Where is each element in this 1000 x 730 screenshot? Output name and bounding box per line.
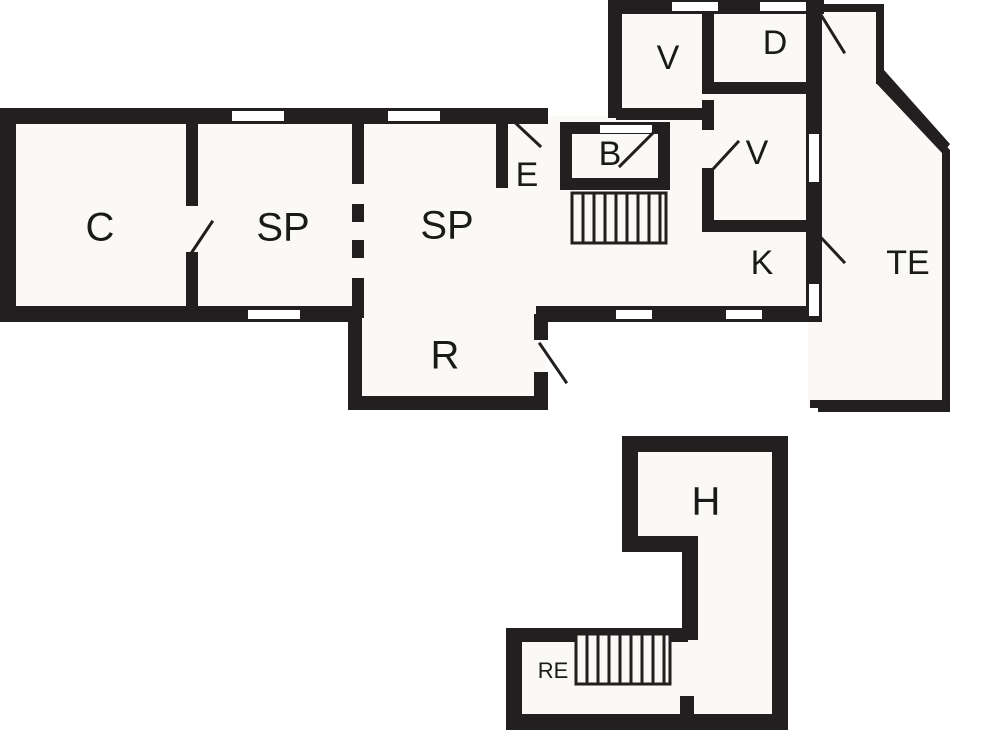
wall-b-right — [658, 122, 670, 190]
wall-sp-sp-c — [352, 240, 364, 258]
wall-b-left — [560, 122, 572, 190]
wall-c-sp-upper — [186, 116, 198, 206]
wall-sp-sp-d — [352, 278, 364, 318]
wall-te-top — [818, 4, 884, 12]
wall-top-block-left — [608, 0, 622, 118]
wall-h-notch-bottom — [622, 536, 698, 552]
window-topblock-2 — [760, 2, 806, 11]
room-fills — [8, 0, 948, 408]
window-bottom-3 — [726, 310, 762, 319]
wall-v2-left-lower — [702, 168, 714, 230]
wall-h-notch-right — [682, 536, 698, 640]
door-b — [617, 125, 661, 169]
room-label-v1: V — [657, 39, 680, 77]
wall-main-bottom-left — [0, 306, 360, 322]
room-labels: C SP SP E B V D V K TE R H RE — [86, 24, 930, 683]
wall-te-outline — [818, 4, 950, 412]
wall-v2-bottom — [702, 220, 814, 232]
lower-floor-walls — [506, 436, 788, 730]
wall-c-sp-lower — [186, 252, 198, 314]
door-sp-e — [505, 113, 543, 149]
wall-r-right-lower — [534, 372, 548, 404]
door-te-top — [815, 7, 847, 55]
lower-floor-group — [506, 436, 788, 730]
wall-v1-d — [702, 0, 714, 92]
wall-sp-sp-a — [352, 116, 364, 184]
wall-r-left — [348, 306, 362, 410]
room-label-k: K — [751, 244, 774, 282]
window-top-1 — [232, 111, 284, 121]
wall-lower-bottom — [506, 714, 788, 730]
window-b-top — [600, 125, 652, 133]
wall-v1-bottom — [616, 108, 708, 120]
room-label-b: B — [599, 135, 622, 173]
wall-main-bottom-right — [536, 306, 818, 322]
wall-b-bottom — [560, 178, 670, 190]
wall-r-bottom — [348, 396, 548, 410]
stair-upper-treads — [581, 193, 662, 243]
door-v2 — [711, 139, 741, 171]
wall-re-stub — [680, 696, 694, 718]
room-fill-top-block — [616, 0, 816, 120]
room-fill-main-block — [8, 116, 808, 314]
window-right-1 — [809, 134, 819, 182]
wall-te-bottom — [810, 400, 950, 408]
room-label-e: E — [516, 156, 539, 194]
room-label-r: R — [431, 334, 460, 378]
wall-v2-left-upper — [702, 100, 714, 130]
window-bottom-1 — [248, 310, 300, 319]
room-label-d: D — [763, 24, 788, 62]
room-label-sp2: SP — [420, 204, 473, 248]
wall-te-chamfer — [876, 70, 950, 152]
stair-lower-treads — [585, 634, 666, 684]
room-label-sp1: SP — [256, 206, 309, 250]
room-label-te: TE — [886, 244, 929, 282]
room-label-h: H — [692, 480, 721, 524]
upper-floor-group — [0, 0, 950, 412]
wall-main-left — [0, 108, 16, 322]
door-r — [537, 341, 569, 385]
room-label-v2: V — [746, 134, 769, 172]
wall-re-left — [506, 628, 522, 730]
window-openings — [232, 2, 819, 319]
room-fill-r — [356, 314, 546, 404]
wall-h-left — [622, 436, 638, 552]
wall-r-right-upper — [534, 314, 548, 340]
room-label-c: C — [86, 206, 115, 250]
wall-h-right — [772, 436, 788, 730]
window-top-2 — [388, 111, 440, 121]
window-topblock-1 — [672, 2, 718, 11]
stair-upper-outline — [570, 191, 668, 245]
stair-lower-outline — [574, 632, 672, 686]
door-c-sp — [189, 219, 215, 255]
room-fill-te — [808, 8, 948, 408]
wall-te-right — [942, 150, 950, 408]
wall-sp-e — [496, 116, 508, 188]
wall-sp-sp-b — [352, 204, 364, 222]
door-symbols — [189, 7, 847, 385]
wall-te-upper-right — [876, 4, 884, 84]
window-bottom-2 — [616, 310, 652, 319]
stair-upper — [570, 191, 668, 245]
door-te-mid — [809, 225, 847, 265]
window-right-2 — [809, 284, 819, 316]
wall-h-top — [622, 436, 788, 452]
wall-d-bottom — [702, 82, 812, 94]
stair-lower — [574, 632, 672, 686]
room-label-re: RE — [538, 658, 569, 683]
